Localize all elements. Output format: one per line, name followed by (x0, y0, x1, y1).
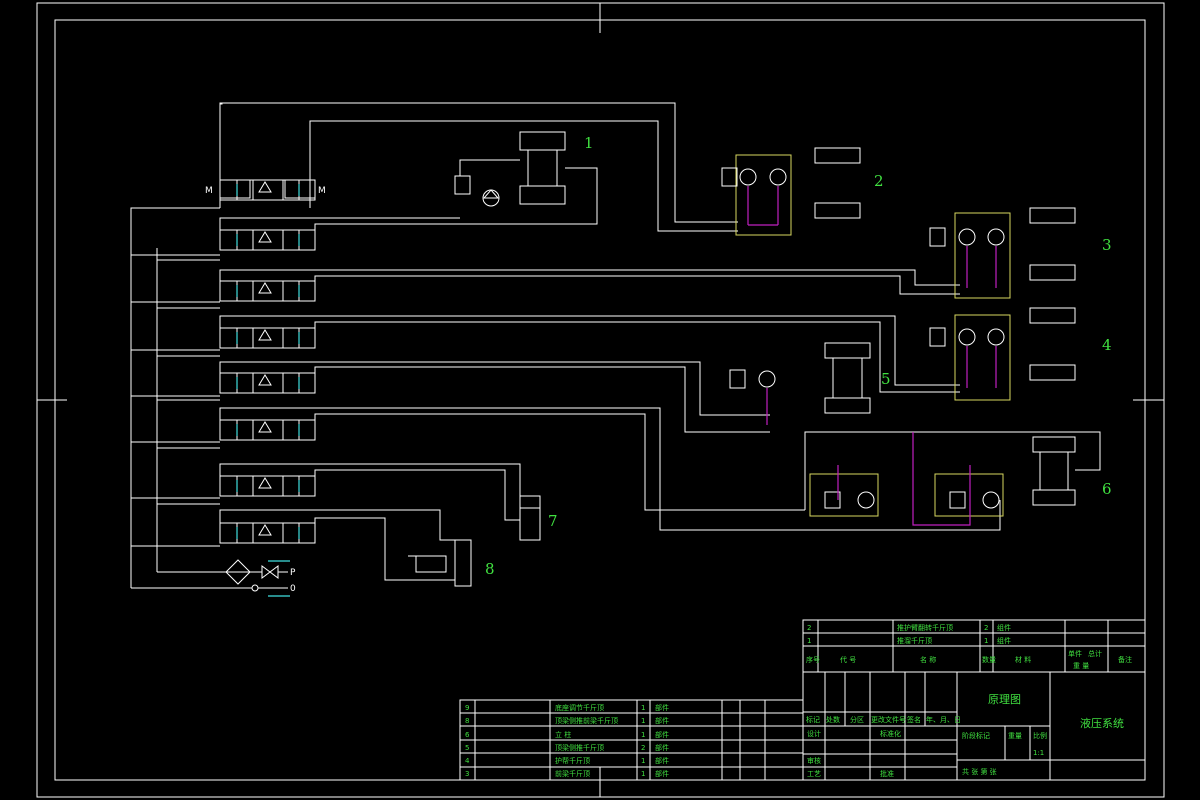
svg-text:代 号: 代 号 (840, 655, 856, 664)
hydraulic-lines (219, 167, 1101, 581)
actuator-2: 2 (721, 147, 884, 236)
svg-text:审核: 审核 (807, 756, 821, 765)
svg-text:1: 1 (641, 757, 645, 765)
svg-text:3: 3 (465, 770, 469, 778)
svg-text:1: 1 (984, 637, 988, 645)
svg-text:9: 9 (465, 704, 469, 712)
svg-text:1: 1 (641, 770, 645, 778)
valve-rows (219, 179, 316, 544)
actuator-6-label: 6 (1102, 480, 1112, 498)
svg-text:标准化: 标准化 (880, 729, 901, 738)
svg-text:单件: 单件 (1068, 649, 1082, 658)
svg-text:6: 6 (465, 731, 470, 739)
svg-text:比例: 比例 (1033, 731, 1047, 740)
actuator-1-label: 1 (584, 134, 594, 152)
svg-text:数量: 数量 (982, 655, 996, 664)
actuator-2-label: 2 (874, 172, 884, 190)
svg-text:M: M (318, 186, 326, 196)
svg-text:部件: 部件 (655, 769, 669, 778)
svg-text:序号: 序号 (806, 655, 820, 664)
svg-text:部件: 部件 (655, 716, 669, 725)
svg-text:1: 1 (641, 717, 645, 725)
svg-text:底座调节千斤顶: 底座调节千斤顶 (555, 703, 604, 712)
svg-text:部件: 部件 (655, 756, 669, 765)
svg-text:M: M (205, 186, 213, 196)
svg-text:2: 2 (807, 624, 811, 632)
system-name: 液压系统 (1080, 716, 1124, 730)
svg-text:立 柱: 立 柱 (555, 730, 571, 739)
actuator-6: 6 (809, 432, 1112, 526)
actuator-1: 1 (454, 131, 594, 207)
svg-text:更改文件号: 更改文件号 (871, 715, 906, 724)
svg-text:4: 4 (465, 757, 470, 765)
actuator-4-label: 4 (1102, 336, 1112, 354)
svg-text:材 料: 材 料 (1015, 655, 1031, 664)
svg-text:前梁千斤顶: 前梁千斤顶 (555, 769, 590, 778)
svg-text:名 称: 名 称 (920, 655, 936, 664)
actuator-8: 8 (408, 539, 495, 587)
upper-parts-list: 2 推护臂翻转千斤顶 2 组件 1 推溜千斤顶 1 组件 序号 代 号 名 称 … (802, 619, 1146, 673)
svg-text:2: 2 (984, 624, 988, 632)
svg-text:顶梁侧推千斤顶: 顶梁侧推千斤顶 (555, 743, 604, 752)
svg-text:标记: 标记 (806, 715, 820, 724)
actuator-5-label: 5 (881, 370, 891, 388)
filter-and-inlet: P 0 (225, 559, 296, 597)
svg-text:共 张 第 张: 共 张 第 张 (962, 767, 997, 776)
svg-text:组件: 组件 (997, 623, 1011, 632)
actuator-7: 7 (519, 495, 558, 541)
title-block: 标记 处数 分区 更改文件号 签名 年、月、日 设计 标准化 审核 工艺 批准 … (802, 671, 1146, 781)
svg-text:1: 1 (641, 731, 645, 739)
svg-text:部件: 部件 (655, 730, 669, 739)
svg-text:推溜千斤顶: 推溜千斤顶 (897, 636, 932, 645)
actuator-4: 4 (929, 307, 1112, 401)
svg-text:1: 1 (641, 704, 645, 712)
svg-text:重量: 重量 (1008, 732, 1022, 740)
svg-text:处数: 处数 (826, 715, 840, 724)
drawing-name: 原理图 (988, 693, 1021, 706)
svg-text:分区: 分区 (850, 715, 864, 724)
actuator-7-label: 7 (548, 512, 558, 530)
svg-text:部件: 部件 (655, 703, 669, 712)
svg-text:组件: 组件 (997, 636, 1011, 645)
svg-text:设计: 设计 (807, 729, 821, 738)
port-p-label: P (290, 568, 296, 578)
svg-text:1: 1 (807, 637, 811, 645)
svg-text:年、月、日: 年、月、日 (926, 715, 961, 724)
svg-text:5: 5 (465, 744, 469, 752)
svg-text:部件: 部件 (655, 743, 669, 752)
main-manifold (130, 207, 252, 589)
lower-parts-list: 9 底座调节千斤顶 1 部件 8 顶梁侧推前梁千斤顶 1 部件 6 立 柱 1 … (459, 699, 804, 781)
svg-text:签名: 签名 (907, 715, 921, 724)
svg-text:批准: 批准 (880, 769, 894, 778)
actuator-3: 3 (929, 207, 1112, 299)
actuator-5: 5 (729, 342, 891, 425)
svg-text:推护臂翻转千斤顶: 推护臂翻转千斤顶 (897, 623, 953, 632)
scale-value: 1:1 (1033, 749, 1044, 757)
svg-text:2: 2 (641, 744, 645, 752)
actuator-3-label: 3 (1102, 236, 1112, 254)
svg-text:顶梁侧推前梁千斤顶: 顶梁侧推前梁千斤顶 (555, 716, 618, 725)
svg-text:总计: 总计 (1088, 649, 1102, 658)
svg-text:重 量: 重 量 (1073, 662, 1089, 670)
svg-text:阶段标记: 阶段标记 (962, 731, 990, 740)
svg-text:备注: 备注 (1118, 655, 1132, 664)
svg-text:护帮千斤顶: 护帮千斤顶 (555, 756, 590, 765)
svg-text:8: 8 (465, 717, 469, 725)
port-o-label: 0 (290, 584, 296, 594)
actuator-8-label: 8 (485, 560, 495, 578)
svg-text:工艺: 工艺 (807, 770, 821, 778)
